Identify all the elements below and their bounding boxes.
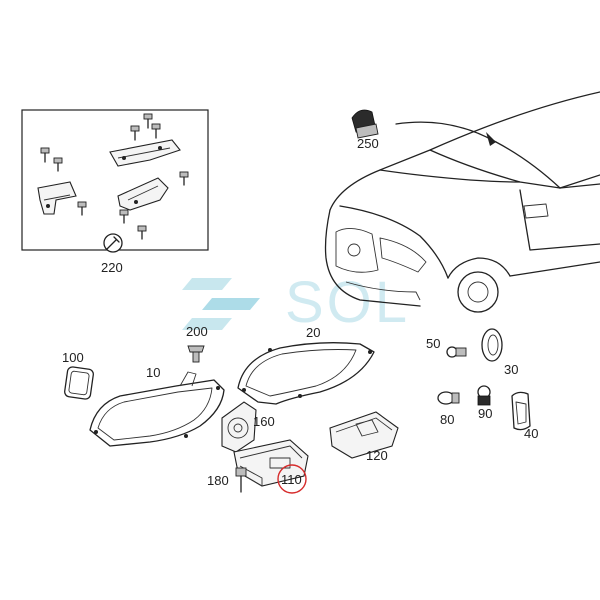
part-10-headlamp-left: 10 bbox=[89, 365, 225, 447]
part-label-100: 100 bbox=[62, 350, 84, 365]
part-30-cover-ring: 30 bbox=[481, 328, 518, 377]
part-20-headlamp-right: 20 bbox=[237, 325, 375, 405]
part-label-90: 90 bbox=[478, 406, 492, 421]
part-label-30: 30 bbox=[504, 362, 518, 377]
mounting-bracket-upper bbox=[109, 139, 181, 167]
part-label-250: 250 bbox=[357, 136, 379, 151]
part-label-40: 40 bbox=[524, 426, 538, 441]
pointer-arrow bbox=[395, 121, 497, 146]
part-label-20: 20 bbox=[306, 325, 320, 340]
part-40-housing: 40 bbox=[511, 391, 538, 441]
part-label-10: 10 bbox=[146, 365, 160, 380]
part-160-module: 160 bbox=[221, 401, 275, 453]
mounting-bracket-lower bbox=[117, 177, 169, 211]
part-label-80: 80 bbox=[440, 412, 454, 427]
highlight-circle-110: 110 bbox=[277, 464, 307, 494]
part-200-clip: 200 bbox=[186, 324, 208, 363]
part-label-160: 160 bbox=[253, 414, 275, 429]
screw-set bbox=[40, 113, 189, 240]
part-100-gasket: 100 bbox=[62, 350, 94, 400]
part-label-120: 120 bbox=[366, 448, 388, 463]
bracket-detail-box: 220 bbox=[21, 109, 209, 275]
watermark: SOL bbox=[182, 270, 407, 335]
car-outline bbox=[324, 91, 600, 313]
part-label-220: 220 bbox=[101, 260, 123, 275]
part-50-bulb: 50 bbox=[426, 336, 467, 358]
part-label-180: 180 bbox=[207, 473, 229, 488]
part-180-bolt: 180 bbox=[207, 467, 247, 493]
part-250-sensor: 250 bbox=[351, 109, 379, 151]
part-120-control-unit: 120 bbox=[329, 411, 399, 463]
part-label-200: 200 bbox=[186, 324, 208, 339]
part-label-50: 50 bbox=[426, 336, 440, 351]
watermark-logo-icon bbox=[182, 278, 260, 330]
part-90-socket: 90 bbox=[477, 385, 492, 421]
part-label-110: 110 bbox=[281, 472, 302, 487]
part-80-bulb: 80 bbox=[437, 391, 460, 427]
part-110-control-unit bbox=[233, 439, 309, 487]
mounting-bracket-left bbox=[37, 181, 77, 215]
wrench-icon bbox=[103, 233, 123, 253]
